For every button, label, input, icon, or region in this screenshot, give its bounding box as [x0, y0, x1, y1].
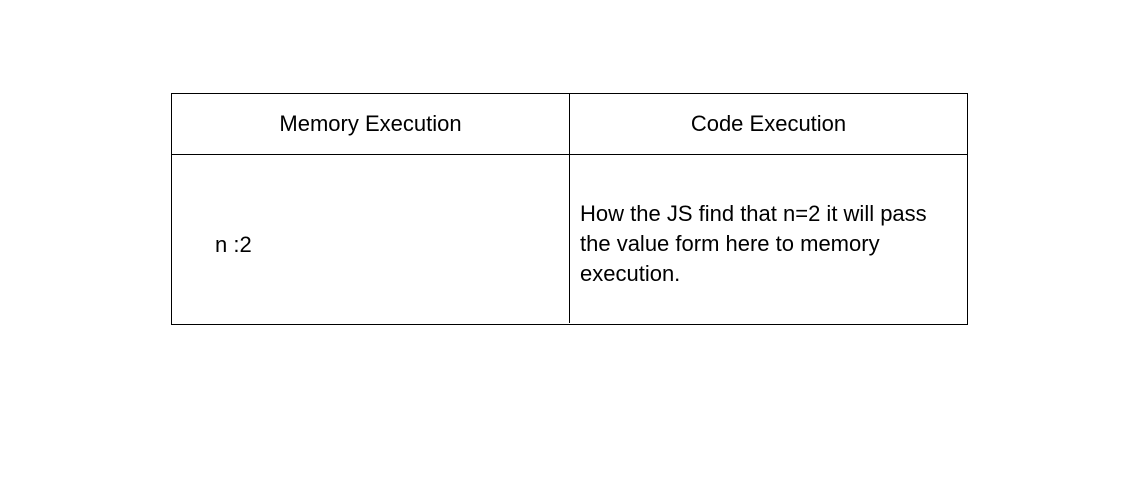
execution-table: Memory Execution Code Execution n :2 How… [171, 93, 968, 325]
code-execution-line: execution. [580, 261, 681, 286]
code-execution-cell: How the JS find that n=2 it will pass th… [580, 199, 965, 289]
code-execution-line: the value form here to memory [580, 231, 880, 256]
code-execution-header-label: Code Execution [690, 111, 847, 136]
memory-variable-value: n :2 [215, 232, 252, 257]
code-execution-line: How the JS find that n=2 it will pass [580, 201, 927, 226]
memory-execution-cell: n :2 [215, 230, 555, 260]
memory-execution-header: Memory Execution [172, 94, 569, 154]
memory-execution-header-label: Memory Execution [279, 111, 462, 136]
code-execution-header: Code Execution [570, 94, 967, 154]
column-divider [569, 94, 570, 323]
